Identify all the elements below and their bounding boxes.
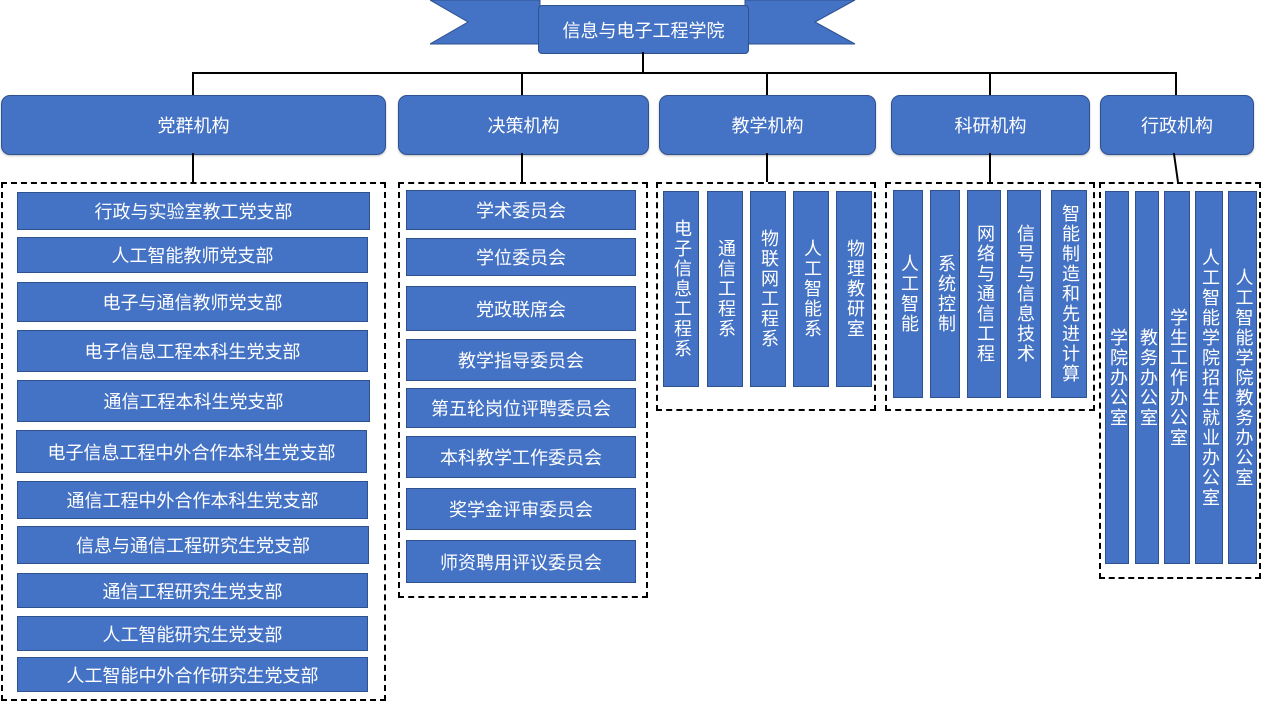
party-group-frame: [1, 182, 386, 701]
admin-item: 学院办公室: [1105, 191, 1129, 564]
category-teaching: 教学机构: [659, 95, 876, 155]
teaching-group-frame: [656, 182, 876, 411]
decision-item: 学位委员会: [406, 238, 636, 276]
party-item: 行政与实验室教工党支部: [17, 192, 370, 230]
connector-cat3: [766, 72, 768, 96]
research-item: 智能制造和先进计算: [1051, 190, 1087, 398]
category-admin: 行政机构: [1100, 95, 1254, 155]
teaching-item-label: 人工智能系: [801, 239, 822, 339]
decision-item: 第五轮岗位评聘委员会: [406, 388, 636, 428]
admin-item-label: 学院办公室: [1107, 327, 1128, 428]
category-research: 科研机构: [891, 95, 1090, 155]
party-item: 人工智能中外合作研究生党支部: [17, 657, 368, 692]
connector-cat1: [192, 72, 194, 96]
admin-item-label: 人工智能学院教务办公室: [1232, 267, 1254, 488]
college-title: 信息与电子工程学院: [538, 5, 749, 54]
connector-horizontal-bar: [192, 72, 1177, 74]
teaching-item: 物理教研室: [836, 191, 872, 387]
party-item: 电子与通信教师党支部: [17, 282, 368, 322]
decision-item: 教学指导委员会: [406, 339, 636, 381]
party-item: 通信工程本科生党支部: [17, 380, 370, 422]
connector-party-group: [192, 153, 194, 182]
teaching-item: 通信工程系: [707, 191, 743, 387]
decision-item: 本科教学工作委员会: [406, 436, 636, 478]
connector-cat4: [989, 72, 991, 96]
admin-item: 教务办公室: [1135, 191, 1159, 564]
decision-item: 学术委员会: [406, 190, 636, 230]
party-item: 人工智能教师党支部: [17, 237, 368, 273]
research-item: 信号与信息技术: [1007, 190, 1041, 398]
teaching-item: 电子信息工程系: [663, 191, 699, 387]
connector-teaching-group: [766, 153, 768, 182]
teaching-item: 人工智能系: [793, 191, 829, 387]
research-item: 网络与通信工程: [967, 190, 1001, 398]
decision-item: 奖学金评审委员会: [406, 488, 636, 530]
decision-item: 师资聘用评议委员会: [406, 540, 636, 583]
connector-cat5: [1175, 72, 1177, 96]
research-item-label: 智能制造和先进计算: [1059, 204, 1080, 384]
connector-research-group: [989, 153, 991, 182]
category-party: 党群机构: [1, 95, 386, 155]
admin-item-label: 学生工作办公室: [1167, 307, 1188, 448]
research-item-label: 人工智能: [898, 254, 919, 334]
connector-cat2: [521, 72, 523, 96]
connector-decision-group: [521, 153, 523, 182]
admin-group-frame: [1099, 182, 1261, 579]
party-item: 人工智能研究生党支部: [17, 616, 368, 651]
research-item: 系统控制: [930, 190, 960, 398]
admin-item: 学生工作办公室: [1164, 191, 1190, 564]
party-item: 信息与通信工程研究生党支部: [17, 526, 369, 564]
research-item-label: 网络与通信工程: [974, 224, 995, 364]
decision-item: 党政联席会: [406, 286, 636, 331]
category-decision: 决策机构: [398, 95, 649, 155]
decision-group-frame: [398, 182, 648, 598]
admin-item: 人工智能学院教务办公室: [1228, 191, 1257, 564]
admin-item: 人工智能学院招生就业办公室: [1195, 191, 1223, 564]
research-group-frame: [885, 182, 1095, 411]
teaching-item-label: 物联网工程系: [758, 229, 779, 349]
connector-admin-group: [1172, 153, 1180, 183]
teaching-item-label: 物理教研室: [844, 239, 865, 339]
party-item: 电子信息工程中外合作本科生党支部: [16, 430, 367, 473]
research-item-label: 信号与信息技术: [1014, 224, 1035, 364]
research-item: 人工智能: [893, 190, 923, 398]
teaching-item: 物联网工程系: [750, 191, 786, 387]
admin-item-label: 教务办公室: [1137, 327, 1158, 428]
teaching-item-label: 通信工程系: [715, 239, 736, 339]
connector-title-stem: [642, 52, 644, 74]
teaching-item-label: 电子信息工程系: [671, 219, 692, 359]
title-banner-ribbon: [430, 0, 856, 45]
party-item: 通信工程中外合作本科生党支部: [17, 481, 368, 519]
party-item: 电子信息工程本科生党支部: [17, 330, 368, 372]
party-item: 通信工程研究生党支部: [17, 573, 368, 608]
admin-item-label: 人工智能学院招生就业办公室: [1199, 247, 1220, 508]
research-item-label: 系统控制: [935, 254, 956, 334]
